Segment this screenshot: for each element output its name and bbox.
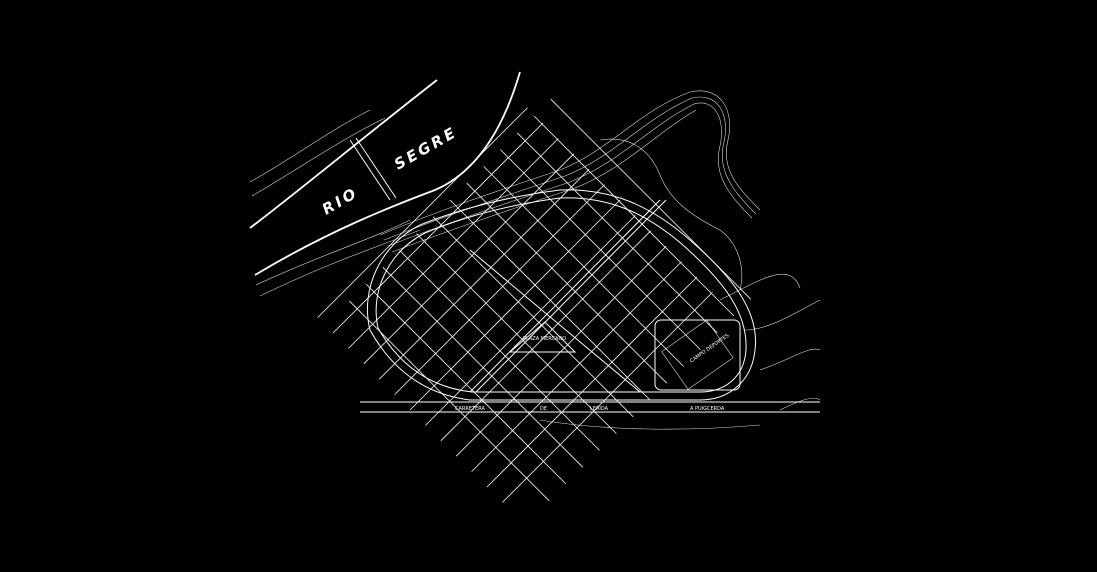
street-line [399, 250, 600, 451]
park-label: CAMPO DEPORTES [689, 333, 730, 364]
street-line [533, 115, 735, 317]
street-line [416, 233, 617, 434]
street-line [440, 230, 652, 442]
street-line [455, 245, 667, 457]
street-line [365, 283, 567, 485]
street-line [363, 153, 575, 365]
street-line [449, 199, 651, 401]
street-line [466, 182, 668, 384]
road-label-2: DE [540, 406, 547, 412]
street-line [382, 266, 584, 468]
street-line [550, 98, 752, 300]
river-label-segre: SEGRE [391, 123, 461, 174]
street-line [475, 199, 667, 393]
plaza-mercado-label: PLAZA MERCADO [523, 336, 566, 342]
street-line [469, 199, 661, 393]
street-line [348, 300, 550, 502]
street-line [483, 166, 684, 367]
street-line [394, 184, 605, 395]
street-line [332, 122, 544, 334]
street-line [469, 249, 641, 393]
street-line [409, 199, 621, 411]
street-line [516, 132, 718, 334]
road-label-1: CARRETERA [455, 406, 486, 412]
street-line [500, 149, 701, 350]
road-label-3: LERIDA [590, 406, 609, 412]
street-line [471, 261, 682, 472]
town-outline [366, 189, 757, 401]
street-line [378, 168, 590, 380]
street-line [348, 138, 559, 349]
street-line [486, 276, 698, 488]
road-lerida-puigcerda: CARRETERA DE LERIDA A PUIGCERDA [360, 401, 820, 413]
river-segre-banks [249, 71, 521, 297]
plaza-mercado: PLAZA MERCADO [508, 321, 577, 353]
street-line [425, 215, 636, 426]
campo-deportes: CAMPO DEPORTES [654, 319, 741, 391]
street-grid [317, 98, 752, 503]
river-label-rio: RIO [319, 183, 362, 218]
street-line [502, 292, 713, 503]
road-label-4: A PUIGCERDA [690, 406, 725, 412]
street-line [432, 216, 634, 418]
street-line [317, 107, 528, 318]
